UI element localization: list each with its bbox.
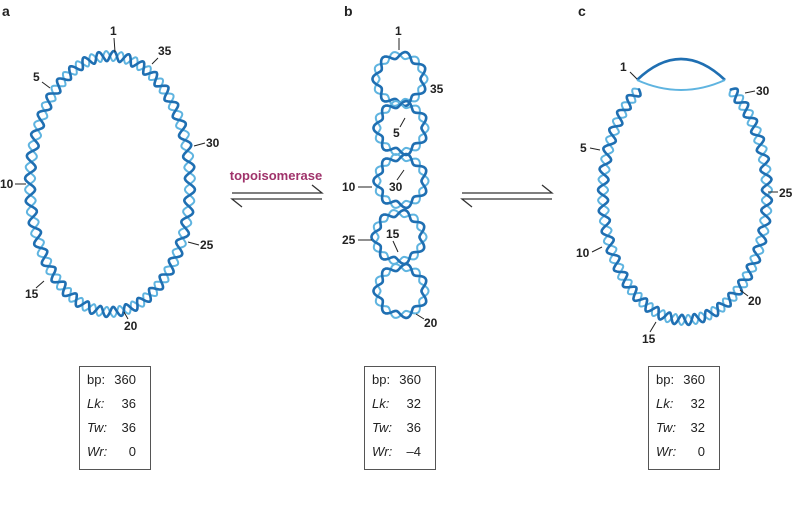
dna-helix-strand-back (24, 50, 196, 318)
panel-c-labels: 1 30 5 25 10 20 15 (576, 60, 793, 346)
bp-pointer (399, 117, 406, 128)
row-wr: Wr:0 (87, 444, 136, 459)
supercoil-loop-strand-front (372, 99, 428, 157)
bp-label-10: 10 (0, 177, 14, 191)
bp-pointer (113, 37, 116, 53)
bp-label-15: 15 (386, 227, 400, 241)
bp-pointer (629, 71, 638, 80)
bp-label-30: 30 (206, 136, 220, 150)
dna-helix-strand-front (23, 49, 197, 319)
row-bp: bp:360 (87, 372, 136, 387)
row-wr: Wr:0 (656, 444, 705, 459)
bp-pointer (151, 57, 159, 65)
row-wr: Wr:–4 (372, 444, 421, 459)
forward-arrow (462, 184, 554, 194)
bp-label-20: 20 (124, 319, 138, 333)
bp-label-20: 20 (424, 316, 438, 330)
bp-label-5: 5 (580, 141, 587, 155)
bp-label-30: 30 (756, 84, 770, 98)
row-lk: Lk:32 (656, 396, 705, 411)
reverse-arrow (460, 198, 552, 208)
bp-label-35: 35 (430, 82, 444, 96)
bp-pointer (41, 81, 51, 89)
bp-label-30: 30 (389, 180, 403, 194)
bp-label-1: 1 (110, 24, 117, 38)
bp-label-5: 5 (393, 126, 400, 140)
row-bp: bp:360 (656, 372, 705, 387)
forward-arrow (232, 184, 324, 194)
relaxed-circular-dna (23, 49, 197, 319)
parameter-table-c: bp:360 Lk:32 Tw:32 Wr:0 (648, 366, 720, 470)
bp-pointer (193, 142, 206, 147)
supercoil-loop-strand-front (372, 152, 428, 210)
row-bp: bp:360 (372, 372, 421, 387)
row-tw: Tw:36 (372, 420, 421, 435)
panel-letter-a: a (2, 3, 10, 19)
unwound-strand (636, 57, 726, 81)
equilibrium-arrow-b-c (460, 184, 554, 208)
bp-label-25: 25 (200, 238, 214, 252)
supercoil-loop-strand-front (372, 262, 428, 320)
bp-label-1: 1 (395, 24, 402, 38)
supercoiled-dna (370, 50, 430, 320)
bp-pointer (649, 321, 657, 333)
bp-pointer (396, 169, 405, 181)
supercoil-loop-strand-front (370, 208, 426, 266)
row-tw: Tw:32 (656, 420, 705, 435)
unwound-strand (636, 79, 726, 91)
panel-b-labels: 1 35 5 10 30 25 15 20 (342, 24, 444, 330)
row-tw: Tw:36 (87, 420, 136, 435)
panel-letter-c: c (578, 3, 586, 19)
dna-helix-strand-back (597, 87, 773, 326)
bp-pointer (415, 313, 425, 320)
bp-label-10: 10 (342, 180, 356, 194)
parameter-table-b: bp:360 Lk:32 Tw:36 Wr:–4 (364, 366, 436, 470)
bp-label-25: 25 (779, 186, 793, 200)
row-lk: Lk:36 (87, 396, 136, 411)
dna-helix-strand-front (596, 87, 774, 327)
bp-pointer (591, 246, 603, 253)
bp-pointer (392, 240, 399, 253)
bp-label-15: 15 (25, 287, 39, 301)
bp-pointer (123, 311, 129, 320)
row-lk: Lk:32 (372, 396, 421, 411)
unwound-circular-dna (596, 57, 774, 327)
bp-pointer (589, 147, 601, 151)
panel-a-labels: 1 35 5 30 10 25 15 20 (0, 24, 220, 333)
bp-label-35: 35 (158, 44, 172, 58)
bp-pointer (744, 90, 756, 94)
bp-label-15: 15 (642, 332, 656, 346)
reverse-arrow (230, 198, 322, 208)
enzyme-label: topoisomerase (230, 168, 322, 183)
panel-letter-b: b (344, 3, 353, 19)
bp-label-10: 10 (576, 246, 590, 260)
parameter-table-a: bp:360 Lk:36 Tw:36 Wr:0 (79, 366, 151, 470)
bp-pointer (35, 280, 45, 289)
bp-label-25: 25 (342, 233, 356, 247)
bp-label-20: 20 (748, 294, 762, 308)
equilibrium-arrow-a-b: topoisomerase (230, 168, 324, 208)
bp-label-5: 5 (33, 70, 40, 84)
bp-label-1: 1 (620, 60, 627, 74)
bp-pointer (187, 241, 200, 246)
bp-pointer (739, 289, 749, 297)
